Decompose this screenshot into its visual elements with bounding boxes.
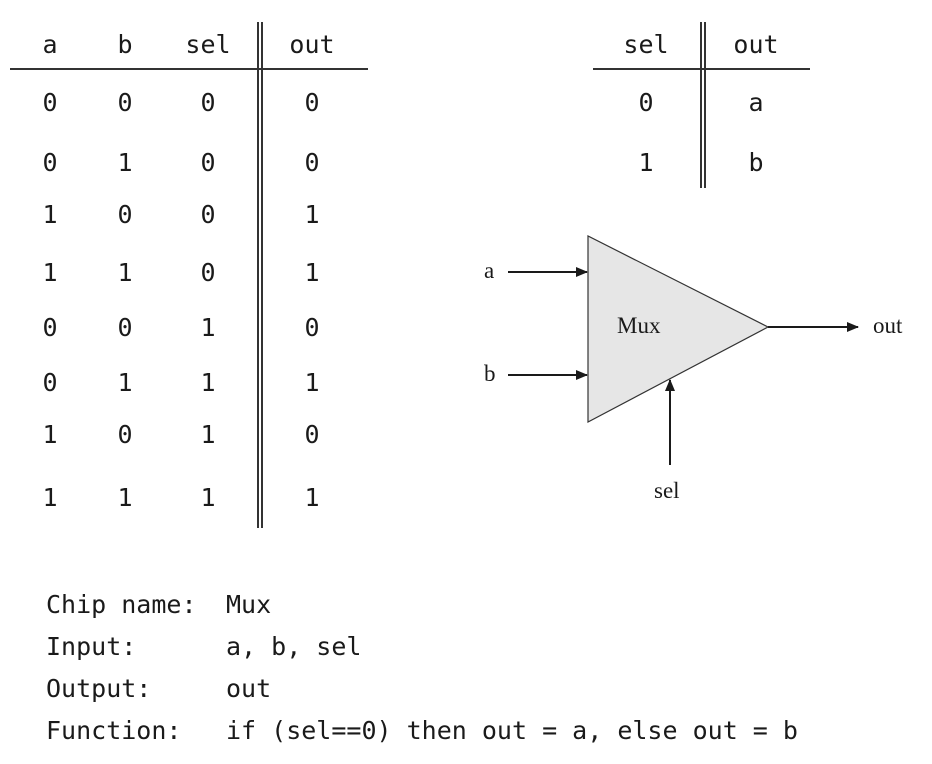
- row-1-sel: 0: [200, 148, 216, 177]
- short-row-0-out: a: [748, 88, 764, 117]
- row-7-out: 1: [304, 483, 320, 512]
- row-4-a: 0: [42, 313, 58, 342]
- row-5-out: 1: [304, 368, 320, 397]
- spec-output-value: out: [226, 674, 272, 703]
- row-4-out: 0: [304, 313, 320, 342]
- output-label: out: [873, 313, 903, 338]
- short-header-out: out: [733, 30, 779, 59]
- row-7-b: 1: [117, 483, 133, 512]
- header-b: b: [117, 30, 133, 59]
- row-0-a: 0: [42, 88, 58, 117]
- header-rule: [10, 68, 368, 70]
- short-row-1-sel: 1: [638, 148, 654, 177]
- short-separator-1: [700, 22, 702, 188]
- row-7-sel: 1: [200, 483, 216, 512]
- row-6-a: 1: [42, 420, 58, 449]
- short-row-1-out: b: [748, 148, 764, 177]
- short-header-sel: sel: [623, 30, 669, 59]
- row-7-a: 1: [42, 483, 58, 512]
- short-separator-2: [704, 22, 706, 188]
- input-a-label: a: [484, 258, 495, 283]
- spec-input-label: Input:: [46, 632, 137, 661]
- separator-line-1: [257, 22, 259, 528]
- header-sel: sel: [185, 30, 231, 59]
- spec-output-label: Output:: [46, 674, 152, 703]
- header-a: a: [42, 30, 58, 59]
- row-6-sel: 1: [200, 420, 216, 449]
- sel-label: sel: [654, 478, 680, 503]
- row-1-out: 0: [304, 148, 320, 177]
- spec-function-label: Function:: [46, 716, 182, 745]
- header-out: out: [289, 30, 335, 59]
- row-2-sel: 0: [200, 200, 216, 229]
- row-2-out: 1: [304, 200, 320, 229]
- row-3-b: 1: [117, 258, 133, 287]
- row-2-a: 1: [42, 200, 58, 229]
- row-3-out: 1: [304, 258, 320, 287]
- row-0-sel: 0: [200, 88, 216, 117]
- short-row-0-sel: 0: [638, 88, 654, 117]
- row-2-b: 0: [117, 200, 133, 229]
- spec-function: Function: if (sel==0) then out = a, else …: [46, 716, 798, 745]
- chip-label: Mux: [617, 313, 661, 338]
- row-0-b: 0: [117, 88, 133, 117]
- row-4-sel: 1: [200, 313, 216, 342]
- row-3-a: 1: [42, 258, 58, 287]
- row-1-b: 1: [117, 148, 133, 177]
- spec-chip-name-label: Chip name:: [46, 590, 197, 619]
- row-3-sel: 0: [200, 258, 216, 287]
- spec-chip-name: Chip name: Mux: [46, 590, 271, 619]
- spec-input-value: a, b, sel: [226, 632, 362, 661]
- spec-input: Input: a, b, sel: [46, 632, 361, 661]
- row-5-b: 1: [117, 368, 133, 397]
- row-6-out: 0: [304, 420, 320, 449]
- spec-output: Output: out: [46, 674, 271, 703]
- row-0-out: 0: [304, 88, 320, 117]
- spec-chip-name-value: Mux: [226, 590, 272, 619]
- mux-chip-body: [587, 235, 770, 423]
- separator-line-2: [261, 22, 263, 528]
- short-header-rule: [593, 68, 810, 70]
- row-5-sel: 1: [200, 368, 216, 397]
- row-6-b: 0: [117, 420, 133, 449]
- spec-function-value: if (sel==0) then out = a, else out = b: [226, 716, 798, 745]
- row-5-a: 0: [42, 368, 58, 397]
- row-4-b: 0: [117, 313, 133, 342]
- input-b-label: b: [484, 361, 496, 386]
- row-1-a: 0: [42, 148, 58, 177]
